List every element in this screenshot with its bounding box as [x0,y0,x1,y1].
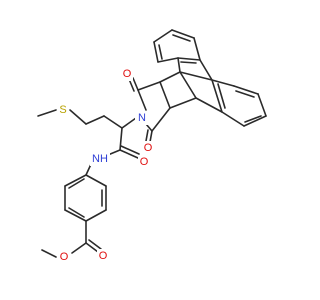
bond [68,178,85,189]
atom-label-oxygen-ester: O [60,251,69,263]
atom-o2: O [142,141,154,155]
atom-n1: N [135,111,149,125]
bond [235,90,255,98]
bond [85,242,99,253]
atom-label-sulfur: S [59,104,66,116]
bond [211,79,223,113]
bond [195,97,223,113]
bond [153,41,159,63]
bond [85,115,105,125]
bond [145,123,153,132]
bond [137,81,161,91]
atom-label-oxygen-carbonyl-ester: O [99,250,108,262]
bond [71,242,87,254]
bond [243,115,267,127]
bond [37,109,57,117]
bond [221,111,245,127]
bond [153,29,173,43]
atom-label-oxygen-amide: O [140,156,149,168]
bond [69,109,87,125]
bond [233,85,259,95]
atom-o3: O [138,155,150,169]
bond [177,57,201,61]
bond [169,97,197,109]
bond [137,89,147,111]
bond-layer [37,29,267,258]
bond [103,115,123,129]
bond [217,83,226,109]
bond [64,209,87,222]
atom-label-layer: S N NH O O O O O [57,67,154,264]
bond [177,57,181,73]
bond [85,209,107,222]
bond [179,71,197,99]
atom-label-oxygen-imide-top: O [123,68,132,80]
atom-s1: S [57,103,69,117]
bond [64,174,87,187]
bond [68,207,85,218]
bond [132,77,139,91]
atom-o5: O [58,250,70,264]
bond [151,107,171,132]
atom-label-oxygen-imide-bottom: O [144,142,153,154]
bond [199,59,213,81]
bond [85,174,107,187]
bond [159,81,171,109]
bond [180,61,197,64]
bond [179,71,213,81]
bond [172,34,191,42]
bond [149,130,153,143]
structure-canvas: S N NH O O O O O [37,29,267,264]
bond [145,129,149,142]
atom-o1: O [121,67,133,81]
bond [41,249,57,258]
bond [244,115,262,123]
atom-o4: O [97,249,109,263]
bond [257,93,267,117]
atom-label-amide-nh: NH [92,153,108,165]
molecule-diagram: S N NH O O O O O [37,29,267,264]
bond [157,57,179,63]
atom-nh1: NH [90,152,110,166]
bond [88,239,102,250]
bond [158,44,163,60]
bond [119,149,139,159]
atom-label-imide-nitrogen: N [138,112,146,124]
bond [211,79,235,87]
bond [193,37,201,61]
bond [171,29,195,39]
bond [120,145,140,155]
bond [159,71,181,83]
bond [121,117,137,129]
